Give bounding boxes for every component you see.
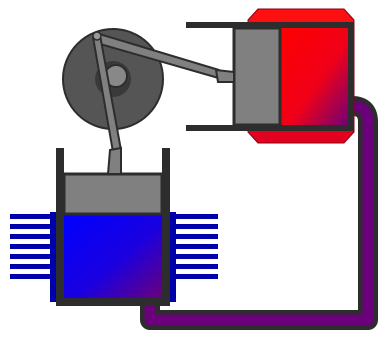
fin-mount-left [50,212,58,302]
cooling-fin [172,254,218,259]
cooling-fin [172,214,218,219]
cooling-fin [10,254,56,259]
cooling-fin [10,234,56,239]
cooling-fin [10,214,56,219]
cold-cylinder-left-wall [56,148,64,306]
cooling-fin [172,224,218,229]
cooling-fin [172,264,218,269]
cooling-fin [172,234,218,239]
hot-gas-chamber [280,27,350,127]
cold-piston [62,172,164,216]
hot-cylinder-top-wall [186,22,354,28]
hot-piston [232,26,282,127]
hot-cylinder-bottom-wall [186,125,354,131]
cold-cylinder-right-wall [162,148,170,306]
cooling-fin [172,274,218,279]
cooling-fins-right [172,214,218,279]
cooling-fins-left [10,214,56,279]
cooling-fins [10,214,218,279]
cooling-fin [172,244,218,249]
cooling-fin [10,274,56,279]
cooling-fin [10,264,56,269]
cooling-fin [10,224,56,229]
cold-cylinder-bottom-wall [56,298,170,306]
cooling-fin [10,244,56,249]
fin-mount-right [168,212,176,302]
crank-pin [92,31,102,41]
hot-cylinder-end-cap [348,22,354,131]
cold-gas-chamber [64,214,162,299]
cold-cylinder [50,148,176,306]
